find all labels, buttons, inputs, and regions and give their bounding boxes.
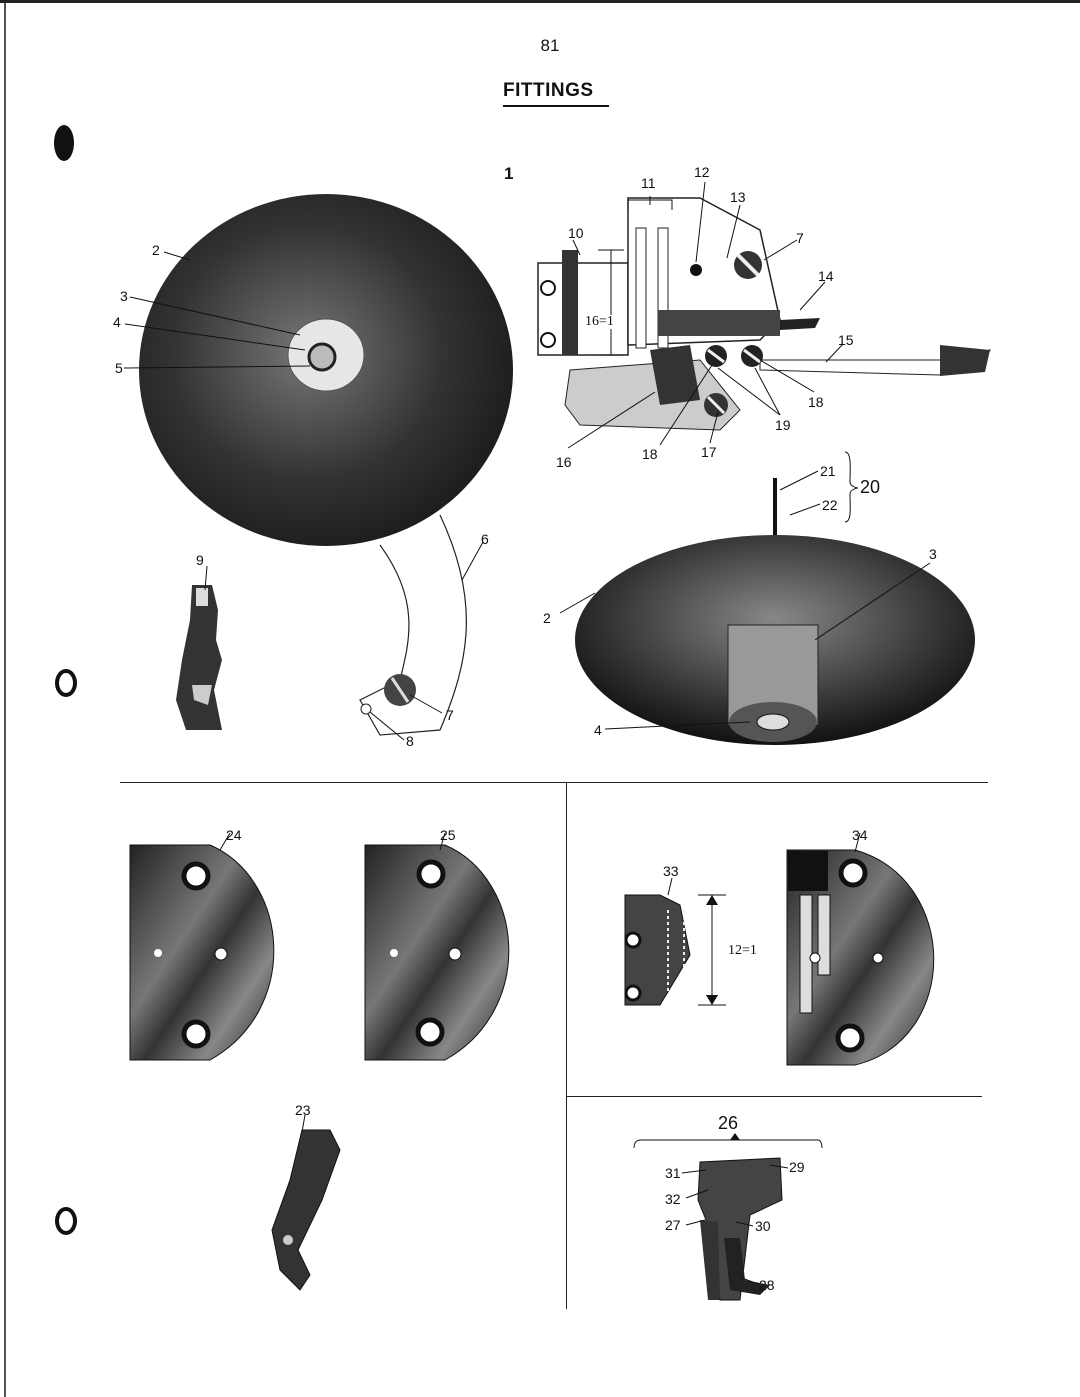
callout-label: 18 bbox=[642, 446, 658, 462]
figure-number: 1 bbox=[504, 164, 514, 183]
title-underline bbox=[503, 105, 609, 107]
scan-edge-mark bbox=[4, 0, 6, 1397]
callout-label: 4 bbox=[594, 722, 602, 738]
callout-label: 29 bbox=[789, 1159, 805, 1175]
page-number: 81 bbox=[540, 36, 560, 55]
callout-label: 20 bbox=[860, 477, 881, 497]
callout-label: 11 bbox=[641, 175, 656, 191]
curved-guide-23 bbox=[271, 1129, 341, 1291]
callout-label: 17 bbox=[701, 444, 717, 460]
callout-label: 7 bbox=[446, 707, 454, 723]
margin-ornament bbox=[55, 1207, 77, 1235]
callout-label: 2 bbox=[543, 610, 551, 626]
callout-label: 18 bbox=[808, 394, 824, 410]
callout-label: 15 bbox=[838, 332, 854, 348]
callout-label: 10 bbox=[568, 225, 584, 241]
tool-part-9 bbox=[176, 585, 222, 730]
hemmer-assembly-26 bbox=[633, 1133, 823, 1301]
callout-label: 3 bbox=[929, 546, 937, 562]
margin-ornament bbox=[55, 669, 77, 697]
callout-label: 22 bbox=[822, 497, 838, 513]
callout-label: 21 bbox=[820, 463, 836, 479]
callout-label: 28 bbox=[759, 1277, 775, 1293]
spiked-disc bbox=[575, 478, 975, 745]
callout-label: 12 bbox=[694, 164, 710, 180]
callout-label: 7 bbox=[796, 230, 804, 246]
callout-label: 8 bbox=[406, 733, 414, 749]
callout-label: 31 bbox=[665, 1165, 681, 1181]
large-disc bbox=[139, 194, 513, 736]
callout-label: 5 bbox=[115, 360, 123, 376]
needle-plate-24 bbox=[129, 844, 275, 1061]
needle-plate-34 bbox=[786, 849, 935, 1066]
callout-label: 32 bbox=[665, 1191, 681, 1207]
callout-label: 19 bbox=[775, 417, 791, 433]
callout-label: 25 bbox=[440, 827, 456, 843]
callout-label: 4 bbox=[113, 314, 121, 330]
section-divider bbox=[566, 782, 567, 1309]
callout-label: 3 bbox=[120, 288, 128, 304]
callout-label: 9 bbox=[196, 552, 204, 568]
scan-edge-mark bbox=[0, 0, 1080, 3]
margin-ornament bbox=[54, 125, 74, 161]
dimension-label: 12=1 bbox=[728, 943, 757, 958]
section-divider bbox=[566, 1096, 982, 1097]
callout-label: 14 bbox=[818, 268, 834, 284]
leader-lines bbox=[123, 181, 931, 1285]
callout-label: 24 bbox=[226, 827, 242, 843]
section-divider bbox=[120, 782, 988, 783]
figure-number: 26 bbox=[718, 1113, 739, 1133]
feed-dog-33 bbox=[624, 894, 726, 1006]
callout-label: 2 bbox=[152, 242, 160, 258]
foot-assembly bbox=[537, 197, 991, 431]
callout-label: 13 bbox=[730, 189, 746, 205]
dimension-label: 16=1 bbox=[585, 314, 614, 329]
callout-label: 23 bbox=[295, 1102, 311, 1118]
callout-label: 16 bbox=[556, 454, 572, 470]
callout-label: 6 bbox=[481, 531, 489, 547]
callout-label: 27 bbox=[665, 1217, 681, 1233]
page-title: FITTINGS bbox=[503, 80, 594, 101]
callout-label: 33 bbox=[663, 863, 679, 879]
needle-plate-25 bbox=[364, 844, 510, 1061]
callout-label: 30 bbox=[755, 1218, 771, 1234]
callout-label: 34 bbox=[852, 827, 868, 843]
